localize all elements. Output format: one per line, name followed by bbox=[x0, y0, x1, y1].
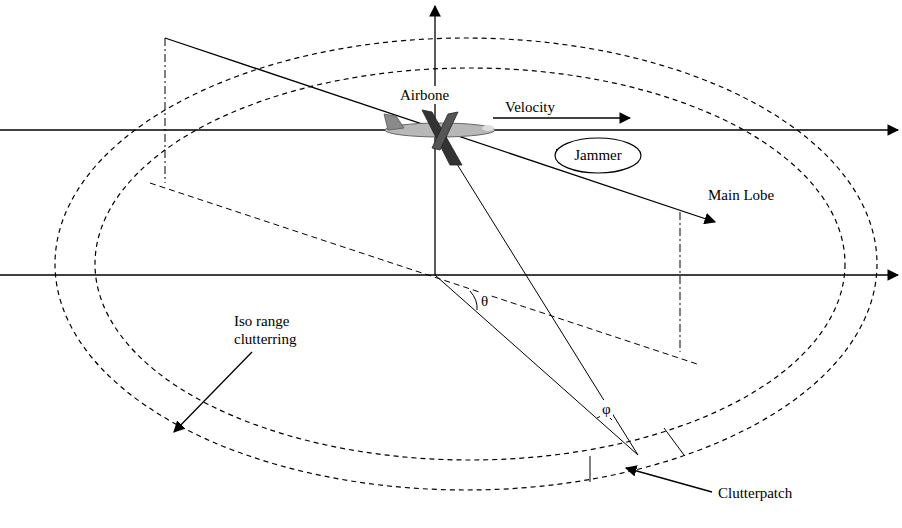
main-lobe-line bbox=[165, 38, 715, 222]
slant-range-line bbox=[442, 140, 638, 455]
inner-range-ring bbox=[95, 68, 845, 460]
patch-edge bbox=[664, 428, 684, 455]
ground-range-line bbox=[435, 275, 638, 455]
plane-edge bbox=[680, 212, 681, 352]
airplane-label: Airbone bbox=[398, 86, 451, 104]
leader-arrow bbox=[174, 352, 252, 432]
angle-symbol: θ bbox=[479, 292, 490, 310]
plane-edge bbox=[165, 38, 166, 183]
patch-edge bbox=[590, 456, 591, 482]
theta-arc bbox=[470, 291, 477, 310]
iso-range-label: Iso range clutterring bbox=[232, 312, 336, 348]
jammer-ellipse: Jammer bbox=[554, 137, 642, 174]
ground-axis bbox=[0, 274, 898, 275]
node-text: Jammer bbox=[574, 146, 621, 164]
leader-arrow bbox=[626, 468, 712, 492]
outer-range-ring bbox=[55, 38, 877, 490]
clutter-patch-label: Clutterpatch bbox=[716, 484, 794, 502]
airplane-icon bbox=[384, 110, 495, 165]
plane-ground-line bbox=[150, 183, 700, 365]
velocity-arrow bbox=[493, 117, 630, 118]
angle-symbol: φ bbox=[600, 400, 613, 418]
velocity-label: Velocity bbox=[503, 98, 557, 116]
main-lobe-label: Main Lobe bbox=[706, 186, 776, 204]
